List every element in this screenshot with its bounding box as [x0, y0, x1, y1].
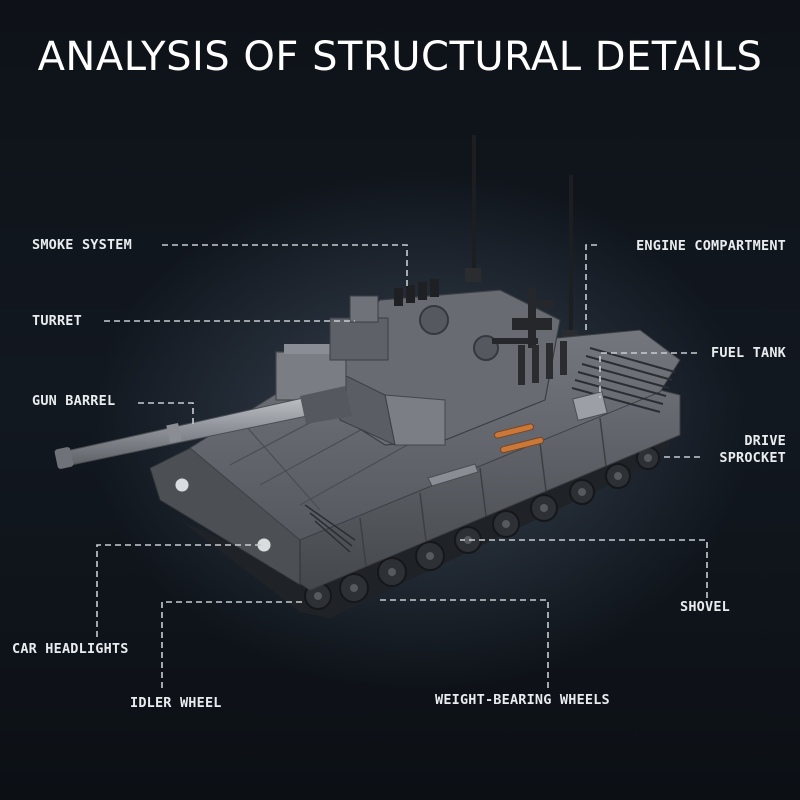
skirt-panel-lines: [359, 417, 607, 567]
label-shovel: SHOVEL: [680, 599, 730, 615]
commander-periscope: [349, 295, 379, 323]
label-weight-bearing-wheels: WEIGHT-BEARING WHEELS: [435, 692, 610, 708]
leader-gun-barrel: [138, 402, 194, 425]
leader-fuel-tank: [599, 352, 697, 398]
label-smoke-system: SMOKE SYSTEM: [32, 237, 132, 253]
leader-engine-compartment: [585, 244, 597, 330]
label-drive-sprocket-line2: SPROCKET: [719, 450, 786, 466]
label-idler-wheel: IDLER WHEEL: [130, 695, 222, 711]
gun-barrel: [54, 386, 352, 469]
shovel: [427, 463, 479, 487]
front-grille: [304, 504, 356, 553]
label-turret: TURRET: [32, 313, 82, 329]
fuel-tank-box: [572, 391, 608, 421]
commander-cupola: [329, 317, 389, 361]
deck-rounds: [494, 423, 544, 454]
rear-stowage-bars: [518, 341, 567, 385]
antenna-left: [472, 135, 476, 275]
label-fuel-tank: FUEL TANK: [711, 345, 786, 361]
label-engine-compartment: ENGINE COMPARTMENT: [636, 238, 786, 254]
leader-idler-wheel: [161, 601, 305, 688]
antenna-right: [569, 175, 573, 335]
page-title: ANALYSIS OF STRUCTURAL DETAILS: [37, 34, 763, 80]
smoke-dischargers: [394, 279, 439, 306]
leader-smoke-system: [162, 244, 408, 288]
headlight-left: [174, 477, 190, 493]
label-drive-sprocket-line1: DRIVE: [744, 433, 786, 449]
gunner-sight-top: [284, 344, 344, 354]
engine-grille: [571, 347, 676, 413]
turret-hatch: [419, 305, 449, 335]
wheel-hubs: [314, 454, 652, 600]
leader-weight-bearing-wheels: [380, 599, 549, 688]
roof-machine-gun: [492, 288, 554, 348]
label-gun-barrel: GUN BARREL: [32, 393, 116, 409]
antenna-left-base: [465, 268, 481, 282]
leader-shovel: [460, 539, 708, 598]
label-car-headlights: CAR HEADLIGHTS: [12, 641, 129, 657]
leader-car-headlights: [96, 544, 265, 637]
